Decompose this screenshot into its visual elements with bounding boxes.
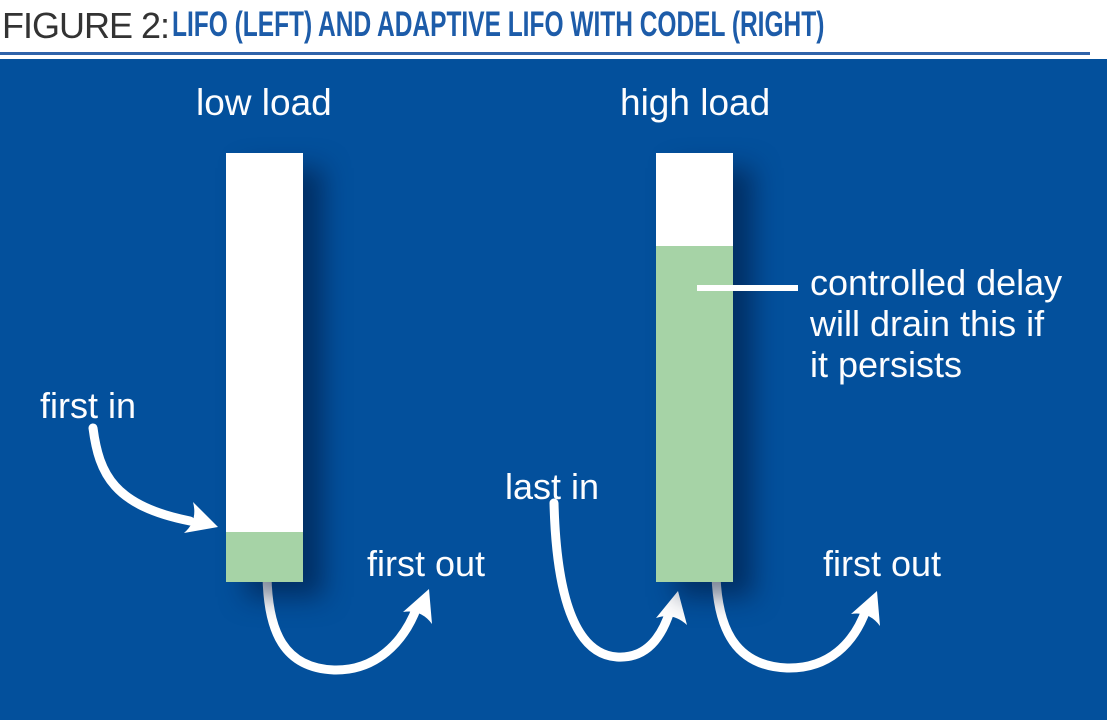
first-out-label-left: first out <box>367 543 486 584</box>
left-queue-empty-segment <box>226 153 303 532</box>
figure-number-label: FIGURE 2: <box>2 5 170 46</box>
low-load-heading: low load <box>196 82 332 123</box>
title-underline <box>0 52 1090 55</box>
figure-title: LIFO (LEFT) AND ADAPTIVE LIFO WITH CODEL… <box>172 5 825 44</box>
figure-header: FIGURE 2: LIFO (LEFT) AND ADAPTIVE LIFO … <box>0 0 1107 52</box>
first-out-label-right: first out <box>823 543 942 584</box>
callout-text: controlled delay will drain this if it p… <box>810 262 1062 385</box>
last-in-label: last in <box>505 466 600 507</box>
first-in-label: first in <box>40 385 137 426</box>
left-queue-bar <box>226 153 303 582</box>
callout-text-line-3: it persists <box>810 344 963 385</box>
right-queue-backlog-segment <box>656 246 733 582</box>
right-queue-empty-segment <box>656 153 733 246</box>
callout-text-line-2: will drain this if <box>810 303 1045 344</box>
right-queue-bar <box>656 153 733 582</box>
high-load-heading: high load <box>620 82 771 123</box>
diagram-panel <box>0 59 1107 720</box>
callout-text-line-1: controlled delay <box>810 262 1063 303</box>
callout-line <box>697 285 798 291</box>
left-queue-backlog-segment <box>226 532 303 582</box>
